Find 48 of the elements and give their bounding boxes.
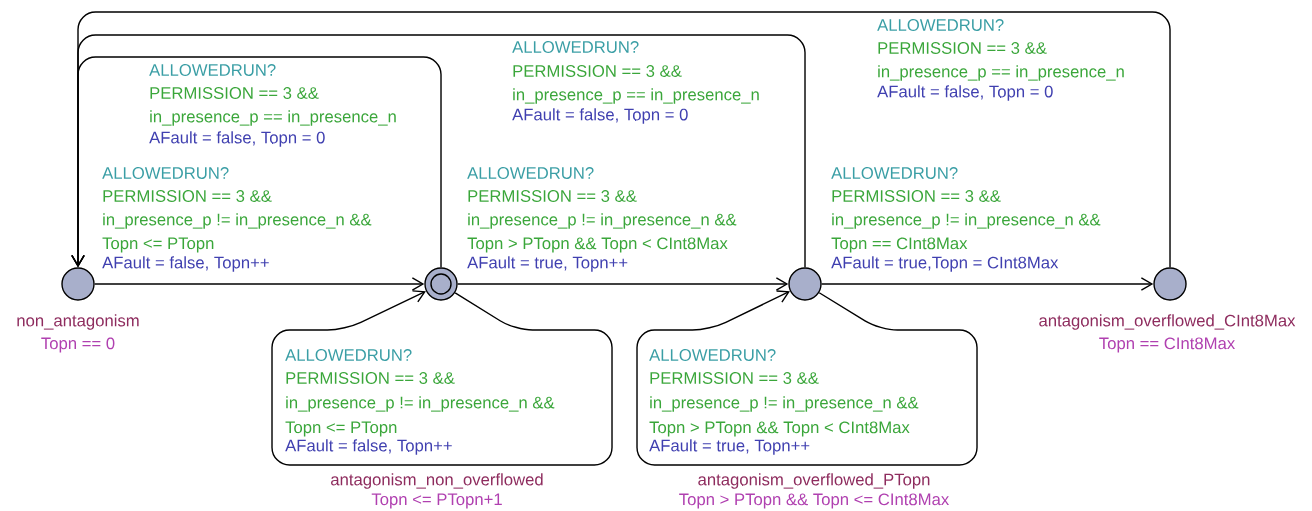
- guard-label: in_presence_p != in_presence_n &&: [286, 396, 555, 412]
- guard-label: Topn <= PTopn: [102, 237, 214, 253]
- update-label: AFault = false, Topn = 0: [149, 131, 325, 147]
- guard-label: Topn <= PTopn: [285, 421, 397, 437]
- sync-label: ALLOWEDRUN?: [149, 64, 276, 76]
- guard-label: in_presence_p != in_presence_n &&: [832, 213, 1101, 229]
- update-label: AFault = false, Topn++: [102, 256, 269, 272]
- sync-label: ALLOWEDRUN?: [649, 349, 776, 361]
- sync-label: ALLOWEDRUN?: [102, 167, 229, 179]
- guard-label: in_presence_p == in_presence_n: [150, 110, 396, 126]
- guard-label: PERMISSION == 3 &&: [832, 190, 1001, 202]
- arrow: [71, 11, 1171, 268]
- location-name: antagonism_non_overflowed: [331, 473, 543, 489]
- sync-label: ALLOWEDRUN?: [877, 19, 1004, 31]
- guard-label: in_presence_p != in_presence_n &&: [650, 396, 919, 412]
- guard-label: PERMISSION == 3 &&: [150, 87, 319, 99]
- invariant-label: Topn == CInt8Max: [1099, 337, 1235, 353]
- arrow: [94, 277, 425, 291]
- invariant-label: Topn <= PTopn+1: [371, 493, 502, 509]
- sync-label: ALLOWEDRUN?: [831, 167, 958, 179]
- update-label: AFault = true, Topn++: [649, 439, 810, 455]
- location-name: non_antagonism: [17, 314, 139, 330]
- update-label: AFault = true, Topn++: [467, 256, 628, 272]
- update-label: AFault = false, Topn = 0: [877, 85, 1053, 101]
- arrow: [457, 277, 789, 291]
- guard-label: PERMISSION == 3 &&: [878, 42, 1047, 54]
- update-label: AFault = true,Topn = CInt8Max: [831, 256, 1059, 272]
- sync-label: ALLOWEDRUN?: [467, 167, 594, 179]
- guard-label: PERMISSION == 3 &&: [650, 372, 819, 384]
- sync-label: ALLOWEDRUN?: [285, 349, 412, 361]
- update-label: AFault = false, Topn = 0: [512, 108, 688, 124]
- arrow: [821, 277, 1154, 291]
- guard-label: in_presence_p != in_presence_n &&: [103, 213, 372, 229]
- update-label: AFault = false, Topn++: [285, 439, 452, 455]
- location-name: antagonism_overflowed_PTopn: [698, 473, 930, 489]
- guard-label: in_presence_p == in_presence_n: [513, 88, 759, 104]
- invariant-label: Topn > PTopn && Topn <= CInt8Max: [679, 493, 950, 509]
- sync-label: ALLOWEDRUN?: [512, 41, 639, 53]
- invariant-label: Topn == 0: [41, 337, 115, 353]
- guard-label: PERMISSION == 3 &&: [513, 65, 682, 77]
- guard-label: Topn > PTopn && Topn < CInt8Max: [649, 421, 910, 437]
- guard-label: PERMISSION == 3 &&: [468, 190, 637, 202]
- guard-label: in_presence_p != in_presence_n &&: [468, 213, 737, 229]
- arrow: [636, 290, 978, 466]
- arrow: [271, 290, 613, 466]
- location-name: antagonism_overflowed_CInt8Max: [1039, 314, 1296, 330]
- guard-label: in_presence_p == in_presence_n: [878, 65, 1124, 81]
- guard-label: PERMISSION == 3 &&: [286, 372, 455, 384]
